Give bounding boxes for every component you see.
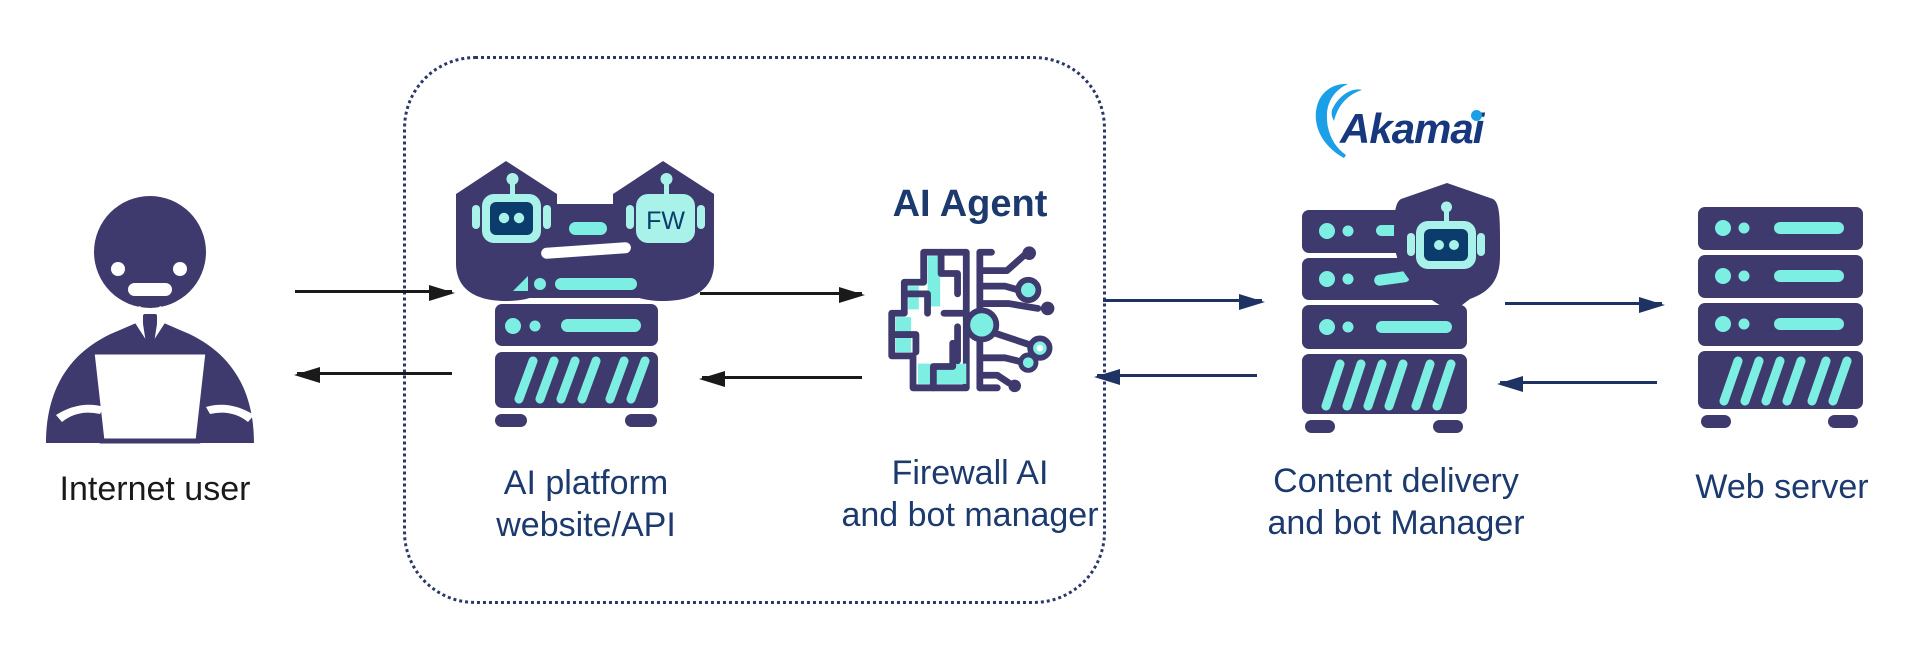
ai-platform-icon: FW <box>456 161 714 427</box>
content-delivery-label: Content delivery and bot Manager <box>1256 460 1536 544</box>
robot-head-icon <box>472 173 551 243</box>
arrow-user-to-platform <box>295 285 455 301</box>
ai-agent-title: AI Agent <box>892 183 1048 225</box>
akamai-wordmark: Akamai <box>1340 105 1484 152</box>
vent-slashes <box>1321 359 1456 411</box>
internet-user-label: Internet user <box>59 470 251 508</box>
arrow-zone-to-cdn <box>1103 294 1265 310</box>
arrow-agent-to-platform <box>699 371 862 387</box>
firewall-ai-label-line2: and bot manager <box>841 496 1099 534</box>
akamai-i-dot <box>1471 110 1483 121</box>
firewall-robot-head-icon: FW <box>626 173 705 243</box>
server-rack-icon <box>1698 207 1863 428</box>
arrow-cdn-to-webserver <box>1505 297 1665 313</box>
akamai-swoosh-icon <box>1315 83 1362 158</box>
arrow-webserver-to-cdn <box>1497 376 1657 392</box>
akamai-brand-text: Akamai <box>1340 105 1484 152</box>
ai-platform-label-line2: website/API <box>496 506 676 544</box>
content-delivery-label-line1: Content delivery <box>1273 462 1519 500</box>
protected-zone-border <box>403 56 1106 604</box>
arrow-cdn-to-zone <box>1094 369 1257 385</box>
circuit-brain-icon <box>888 246 1055 393</box>
firewall-ai-label-line1: Firewall AI <box>891 454 1049 492</box>
ai-agent-icon <box>888 246 1055 393</box>
ai-platform-label: AI platform website/API <box>436 462 736 546</box>
fw-badge-label: FW <box>646 207 685 235</box>
server-with-robot-and-firewall-shields-icon: FW <box>456 161 714 427</box>
web-server-label: Web server <box>1695 468 1869 506</box>
internet-user-icon <box>46 196 254 444</box>
firewall-ai-label: Firewall AI and bot manager <box>820 452 1120 536</box>
robot-head-icon <box>1407 201 1485 269</box>
web-server-icon <box>1698 207 1863 428</box>
arrow-platform-to-agent <box>700 287 865 303</box>
vent-slashes <box>514 356 650 404</box>
ai-platform-label-line1: AI platform <box>503 464 669 502</box>
server-with-robot-shield-icon <box>1302 183 1500 433</box>
content-delivery-icon <box>1302 183 1500 433</box>
arrow-platform-to-user <box>294 367 452 383</box>
vent-slashes <box>1719 356 1852 406</box>
content-delivery-label-line2: and bot Manager <box>1267 504 1525 542</box>
person-at-laptop-icon <box>46 196 254 444</box>
